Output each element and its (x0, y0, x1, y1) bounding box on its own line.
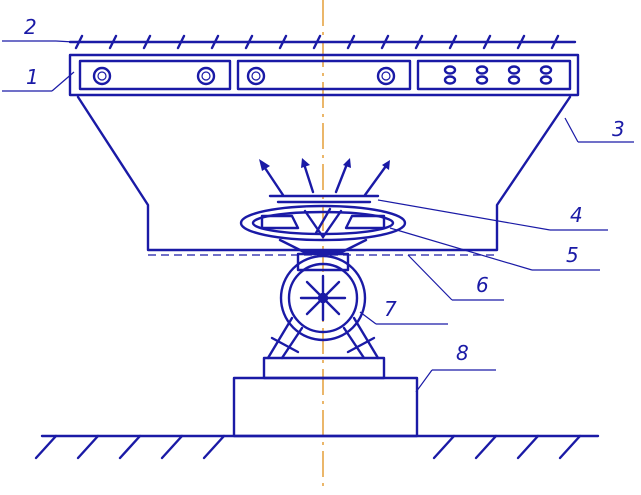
label-2: 2 (24, 15, 37, 39)
motor-support (266, 316, 380, 360)
bulb-group (443, 65, 553, 85)
hood-funnel (76, 95, 572, 256)
label-3: 3 (612, 117, 625, 141)
label-4: 4 (570, 203, 583, 227)
label-7: 7 (384, 297, 397, 321)
label-1: 1 (26, 65, 39, 89)
leader-lines (2, 40, 634, 393)
airflow-arrows (259, 158, 390, 197)
label-5: 5 (566, 243, 579, 267)
floor-hatching (34, 434, 600, 460)
base-block (232, 356, 419, 438)
label-8: 8 (456, 341, 469, 365)
diffuser-plate (268, 194, 380, 204)
ceiling-hatching (68, 34, 577, 50)
impeller (239, 204, 407, 254)
lamp-panel (68, 53, 580, 97)
label-6: 6 (476, 273, 489, 297)
fan-motor (279, 252, 367, 342)
